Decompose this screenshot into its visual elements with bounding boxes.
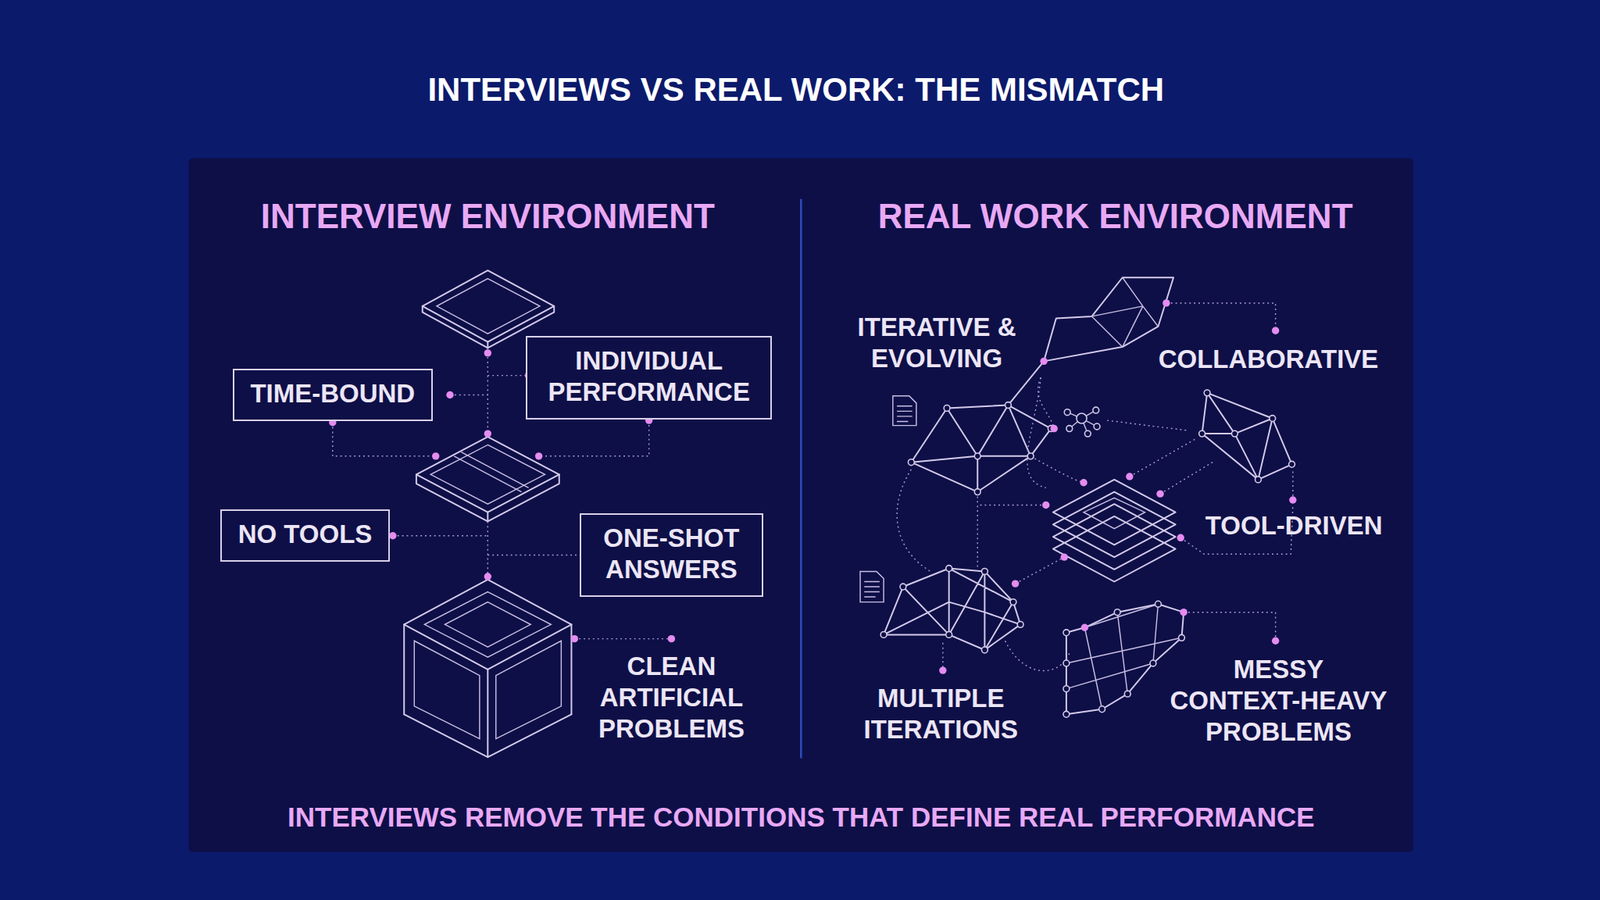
- section-heading: INTERVIEW ENVIRONMENT: [260, 196, 715, 237]
- connector-dot: [446, 391, 454, 399]
- network-vertex: [1269, 415, 1276, 422]
- network-vertex: [1114, 609, 1121, 616]
- connector-dot: [389, 532, 397, 540]
- network-vertex: [1063, 629, 1070, 636]
- network-vertex: [880, 631, 887, 638]
- trait-label: CLEAN ARTIFICIAL PROBLEMS: [592, 650, 750, 745]
- network-vertex: [946, 565, 953, 572]
- connector-dot: [1271, 637, 1279, 645]
- connector-dot: [1289, 496, 1297, 504]
- section-heading: REAL WORK ENVIRONMENT: [878, 196, 1354, 237]
- connector-dot: [1081, 624, 1089, 632]
- network-vertex: [1017, 621, 1024, 628]
- connector-dot: [939, 666, 947, 674]
- trait-label: MULTIPLE ITERATIONS: [846, 682, 1035, 746]
- network-vertex: [907, 459, 915, 466]
- connector-dot: [1125, 472, 1133, 480]
- network-vertex: [1155, 600, 1162, 608]
- connector-dot: [1011, 579, 1019, 587]
- network-vertex: [1063, 685, 1070, 693]
- connector-dot: [484, 429, 492, 437]
- connector-dot: [1042, 501, 1050, 509]
- panel: [189, 157, 1414, 852]
- connector-dot: [1162, 299, 1170, 307]
- connector-dot: [1271, 326, 1279, 334]
- connector-dot: [667, 635, 675, 643]
- network-vertex: [943, 405, 950, 412]
- trait-label: TOOL-DRIVEN: [1205, 510, 1383, 542]
- work-network: [860, 277, 1293, 715]
- connector-dot: [432, 452, 440, 460]
- network-vertex: [1063, 660, 1070, 667]
- connector-dot: [1079, 478, 1087, 486]
- trait-box: NO TOOLS: [220, 509, 390, 562]
- network-vertex: [946, 631, 953, 638]
- box-text: TIME-BOUND: [250, 378, 415, 410]
- trait-box: ONE-SHOT ANSWERS: [579, 513, 764, 597]
- trait-box: TIME-BOUND: [232, 368, 433, 422]
- network-vertex: [981, 568, 988, 575]
- document-icon: [860, 396, 917, 603]
- network-vertex: [1027, 453, 1034, 460]
- connector-dot: [1060, 553, 1068, 561]
- title: INTERVIEWS VS REAL WORK: THE MISMATCH: [427, 70, 1165, 110]
- network-vertex: [1150, 660, 1157, 667]
- network-vertex: [900, 583, 907, 590]
- connector-dot: [535, 452, 543, 460]
- network-vertex: [1178, 634, 1186, 641]
- box-text: ONE-SHOT ANSWERS: [596, 522, 746, 586]
- box-text: INDIVIDUAL PERFORMANCE: [543, 345, 755, 408]
- connector-dot: [484, 349, 492, 357]
- caption: INTERVIEWS REMOVE THE CONDITIONS THAT DE…: [287, 800, 1315, 834]
- network-vertex: [1199, 430, 1206, 437]
- connector-dot: [1179, 608, 1187, 616]
- network-vertex: [1010, 599, 1017, 606]
- divider: [800, 199, 803, 759]
- network-vertex: [1124, 690, 1131, 697]
- network-vertex: [1255, 476, 1262, 483]
- trait-label: MESSY CONTEXT-HEAVY PROBLEMS: [1166, 653, 1392, 748]
- box-text: NO TOOLS: [238, 518, 373, 550]
- trait-box: INDIVIDUAL PERFORMANCE: [525, 335, 772, 420]
- connector-dot: [484, 572, 492, 580]
- connector-dot: [1176, 534, 1184, 542]
- connector-dot: [1039, 357, 1047, 365]
- connector-dot: [571, 635, 579, 643]
- network-vertex: [1203, 389, 1211, 397]
- connector-dot: [1050, 425, 1058, 433]
- trait-label: ITERATIVE & EVOLVING: [842, 311, 1031, 375]
- network-vertex: [1231, 430, 1238, 437]
- network-vertex: [981, 646, 988, 654]
- trait-label: COLLABORATIVE: [1158, 343, 1379, 375]
- network-vertex: [1289, 460, 1296, 468]
- connector-dot: [1156, 489, 1164, 497]
- network-vertex: [974, 489, 981, 496]
- network-vertex: [1005, 402, 1012, 409]
- network-vertex: [1099, 706, 1106, 713]
- network-vertex: [1063, 710, 1070, 718]
- network-vertex: [974, 453, 981, 460]
